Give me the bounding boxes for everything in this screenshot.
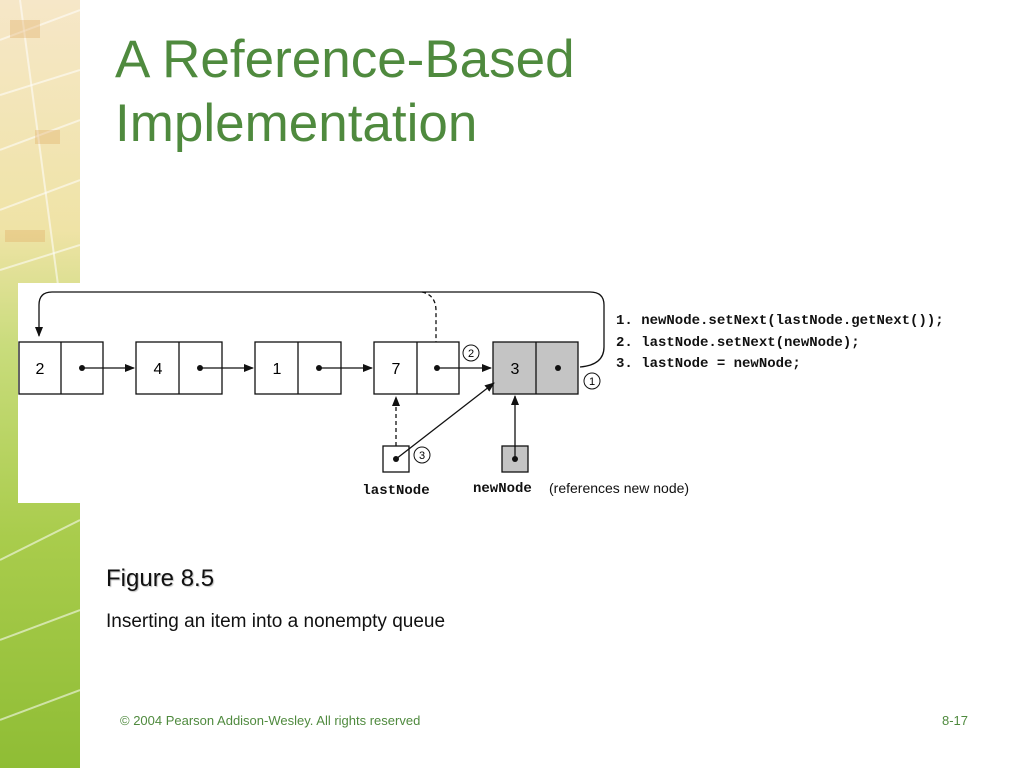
slide-title: A Reference-Based Implementation (115, 28, 575, 156)
list-node: 7 (373, 341, 460, 395)
node-value: 3 (511, 361, 520, 378)
footer-copyright: © 2004 Pearson Addison-Wesley. All right… (120, 713, 421, 728)
node-value: 2 (36, 361, 45, 378)
svg-text:1: 1 (589, 376, 595, 388)
newnode-note: (references new node) (549, 480, 689, 496)
code-line-2: 2. lastNode.setNext(newNode); (616, 335, 860, 351)
svg-text:2: 2 (468, 348, 474, 360)
lastnode-label: lastNode (362, 483, 429, 499)
new-lastnode-arrow (395, 382, 495, 460)
newnode-label: newNode (473, 481, 532, 497)
figure-caption-text: Inserting an item into a nonempty queue (106, 611, 446, 632)
node-value: 7 (392, 361, 401, 378)
step-marker: 1 (583, 372, 601, 390)
title-line-2: Implementation (115, 94, 478, 153)
wraparound-arrow (35, 291, 605, 368)
page-number: 8-17 (942, 713, 969, 728)
code-line-3: 3. lastNode = newNode; (616, 356, 801, 372)
step-marker: 2 (462, 344, 480, 362)
list-node: 1 (254, 341, 342, 395)
figure-caption-title: Figure 8.5 (106, 565, 215, 592)
title-line-1: A Reference-Based (115, 30, 575, 89)
node-value: 4 (154, 361, 163, 378)
new-list-node: 3 (492, 341, 579, 395)
lastnode-reference (382, 445, 410, 473)
old-link-dashed (421, 291, 437, 367)
svg-text:3: 3 (419, 450, 425, 462)
node-value: 1 (273, 361, 282, 378)
code-line-1: 1. newNode.setNext(lastNode.getNext()); (616, 313, 944, 329)
queue-insertion-diagram: 2 4 1 7 3 2 1 (18, 283, 1024, 503)
step-marker: 3 (413, 446, 431, 464)
